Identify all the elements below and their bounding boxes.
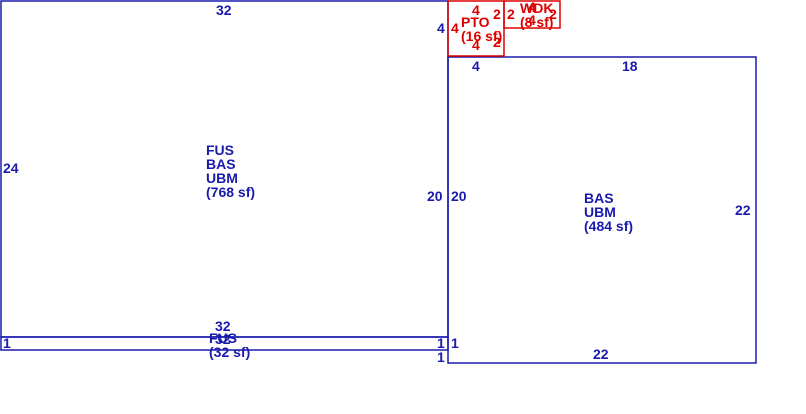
- strip-area-label: FUS (32 sf): [209, 330, 250, 360]
- dim-pto-top: 4: [472, 2, 480, 18]
- dim-east-bottom: 22: [593, 346, 609, 362]
- dim-wdk-inner: 4: [528, 12, 536, 28]
- dim-main-left: 24: [3, 160, 19, 176]
- dim-main-top: 32: [216, 2, 232, 18]
- strip-area-outline: [0, 336, 449, 351]
- dim-wdk-right: 2: [549, 6, 557, 22]
- dim-pto-right: 2: [493, 6, 501, 22]
- attachment-dimensions: 4 4 4 2 4 2 2 4 4 2: [437, 0, 557, 53]
- building-dimensions: 32 24 20 32 20 4 18 22 22 1 1 1 1 32: [3, 2, 751, 365]
- dim-pto-bottom: 4: [472, 37, 480, 53]
- dim-east-right: 22: [735, 202, 751, 218]
- dim-wdk-left: 2: [507, 6, 515, 22]
- wdk-label: WDK (8 sf): [520, 0, 557, 30]
- dim-strip-right-b: 1: [437, 349, 445, 365]
- east-area-outline: [447, 56, 757, 364]
- dim-east-left: 20: [451, 188, 467, 204]
- dim-strip-left: 1: [3, 335, 11, 351]
- dim-main-right: 20: [427, 188, 443, 204]
- building-outlines: [0, 0, 757, 364]
- main-area-label: FUS BAS UBM (768 sf): [206, 142, 255, 200]
- dim-east-top-b: 18: [622, 58, 638, 74]
- east-area-label: BAS UBM (484 sf): [584, 190, 633, 234]
- pto-label: PTO (16 sf): [461, 14, 502, 44]
- dim-pto-left-b: 4: [437, 20, 445, 36]
- dim-pto-left-a: 4: [451, 20, 459, 36]
- dim-east-top-a: 4: [472, 58, 480, 74]
- dim-strip-bottom: 32: [215, 331, 231, 347]
- dim-wdk-top: 4: [528, 0, 536, 15]
- dim-east-left-small: 1: [451, 335, 459, 351]
- dim-main-bottom: 32: [215, 318, 231, 334]
- dim-strip-right-a: 1: [437, 335, 445, 351]
- wdk-outline: [503, 0, 561, 29]
- dim-pto-bottom-right: 2: [493, 34, 501, 50]
